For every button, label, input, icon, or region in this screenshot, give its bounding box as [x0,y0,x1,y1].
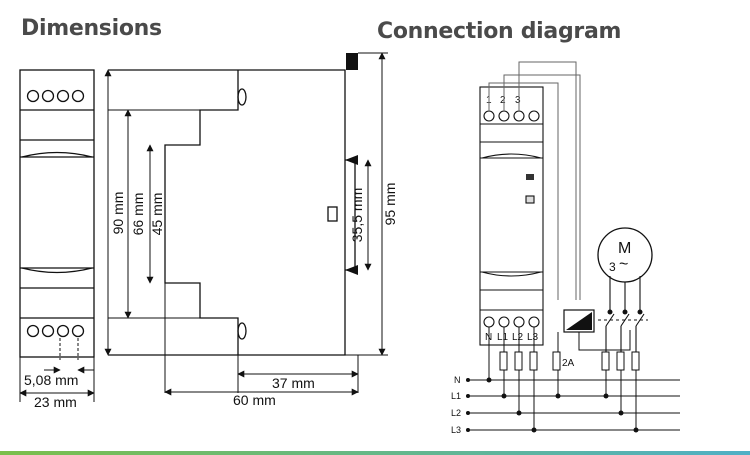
height-35-5-dimension: 35,5 mm [349,188,365,242]
bottom-terminal-screws [26,324,85,338]
connection-diagram-title: Connection diagram [377,19,622,44]
dimensions-title: Dimensions [21,16,162,41]
motor-tilde: ~ [619,256,628,273]
svg-text:L1: L1 [497,332,509,343]
svg-text:3: 3 [515,95,521,106]
relay-module [479,86,544,346]
supply-line-labels: N L1 L2 L3 [451,375,461,435]
depth-37-dimension: 37 mm [272,375,315,391]
bottom-terminal-labels: N L1 L2 L3 [485,332,539,343]
height-90-dimension: 90 mm [110,192,126,235]
height-95-dimension: 95 mm [382,183,398,226]
front-view [19,69,95,402]
svg-text:L1: L1 [451,391,461,401]
svg-text:L3: L3 [527,332,539,343]
depth-60-dimension: 60 mm [233,392,276,408]
svg-text:2: 2 [500,95,506,106]
accent-bar [0,451,750,455]
status-led-icon [526,174,534,180]
motor-phase: 3 [609,260,616,274]
height-66-dimension: 66 mm [130,193,146,236]
fuse-label: 2A [562,358,575,369]
motor-letter: M [618,240,631,257]
supply-lines [466,379,680,431]
motor-contacts [598,276,648,352]
svg-text:N: N [454,375,461,385]
svg-text:L2: L2 [512,332,524,343]
svg-text:L2: L2 [451,408,461,418]
pitch-dimension: 5,08 mm [24,372,78,388]
width-dimension: 23 mm [34,394,77,410]
height-45-dimension: 45 mm [149,193,165,236]
top-terminal-screws [26,89,85,103]
svg-text:L3: L3 [451,425,461,435]
relay-wiring [488,61,581,300]
